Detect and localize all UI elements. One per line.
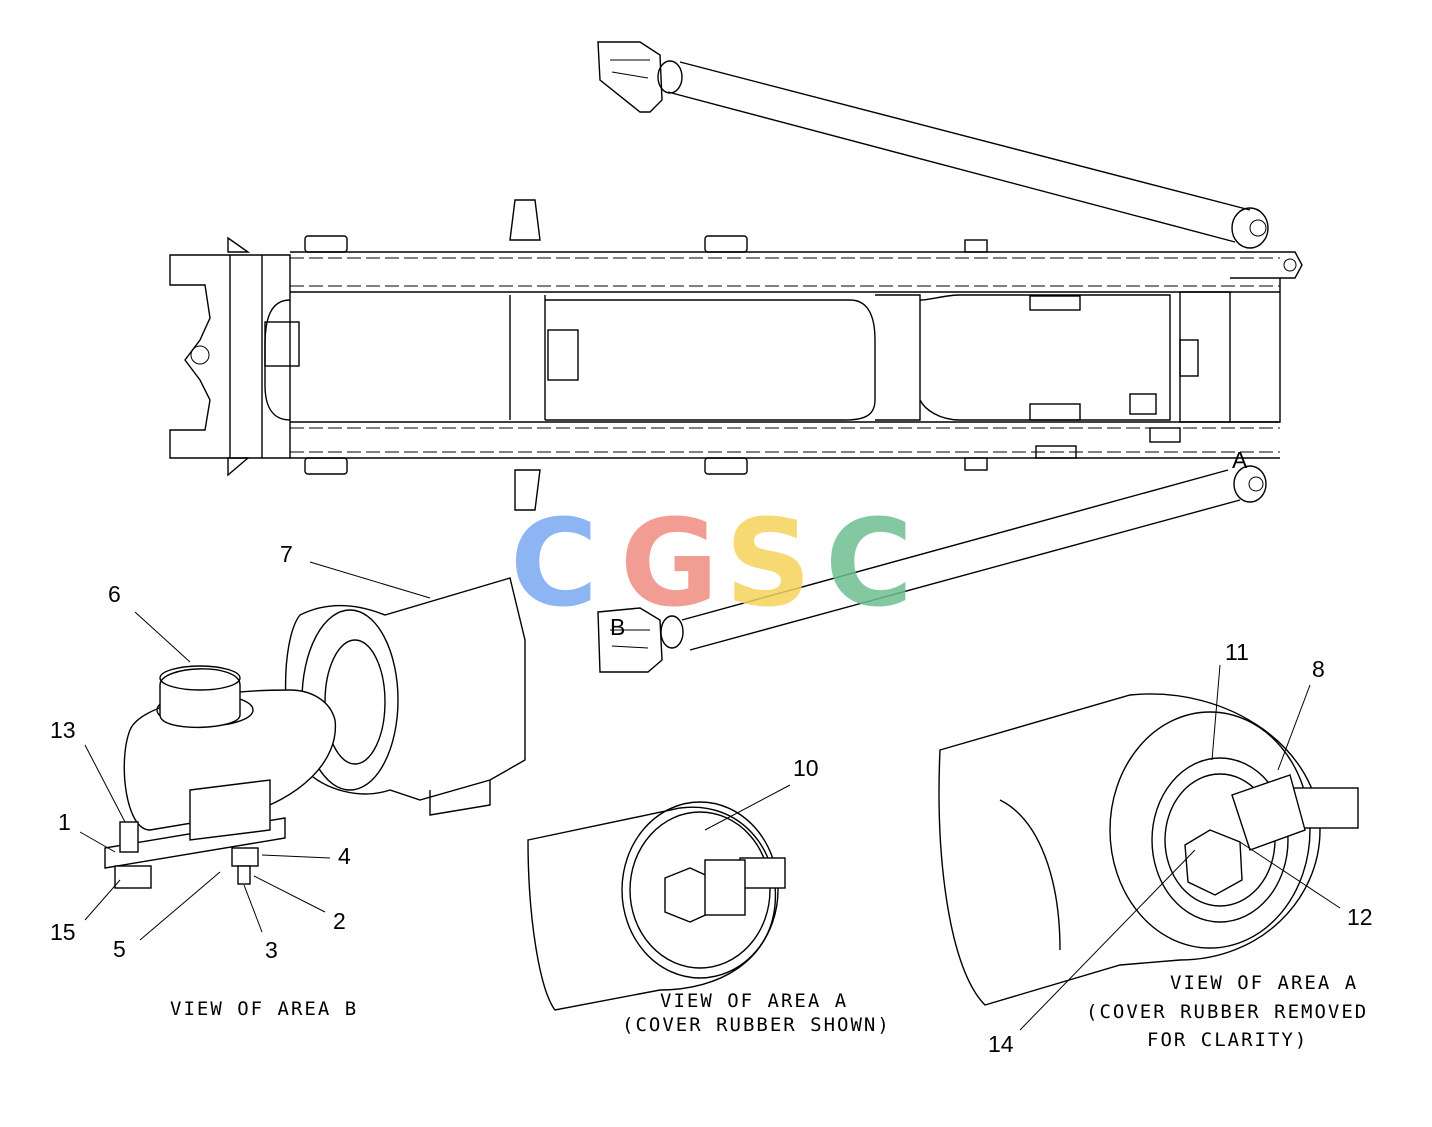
view-a-cover-detail	[527, 801, 786, 1011]
area-a-marker: A	[1232, 447, 1248, 473]
callout-3: 3	[265, 937, 278, 963]
caption-view-a-removed-line-3: FOR CLARITY)	[1147, 1029, 1308, 1051]
view-a-removed-detail	[938, 693, 1359, 1006]
watermark-letter-1: C	[510, 495, 598, 634]
callout-14: 14	[988, 1031, 1014, 1057]
callout-8: 8	[1312, 656, 1325, 682]
view-b-detail	[104, 577, 526, 889]
leader-lines	[79, 561, 1341, 1031]
lower-strut	[597, 465, 1267, 673]
caption-view-a-removed-line-1: VIEW OF AREA A	[1170, 972, 1358, 994]
callout-7: 7	[280, 541, 293, 567]
callout-10: 10	[793, 755, 819, 781]
upper-strut	[597, 41, 1269, 249]
callout-15: 15	[50, 919, 76, 945]
cgsc-watermark: C G S C	[510, 495, 913, 634]
callout-13: 13	[50, 717, 76, 743]
caption-view-a-cover-line-2: (COVER RUBBER SHOWN)	[622, 1014, 891, 1036]
area-b-marker: B	[610, 614, 625, 640]
callout-4: 4	[338, 843, 351, 869]
watermark-letter-4: C	[825, 495, 913, 634]
callout-2: 2	[333, 908, 346, 934]
callout-11: 11	[1225, 639, 1249, 665]
callout-12: 12	[1347, 904, 1373, 930]
callout-5: 5	[113, 936, 126, 962]
caption-view-a-cover-line-1: VIEW OF AREA A	[660, 990, 848, 1012]
callout-1: 1	[58, 809, 71, 835]
watermark-letter-2: G	[620, 495, 719, 634]
machine-frame	[169, 199, 1303, 511]
watermark-letter-3: S	[725, 495, 811, 634]
callout-6: 6	[108, 581, 121, 607]
caption-view-b: VIEW OF AREA B	[170, 998, 358, 1020]
caption-view-a-removed-line-2: (COVER RUBBER REMOVED	[1086, 1001, 1368, 1023]
